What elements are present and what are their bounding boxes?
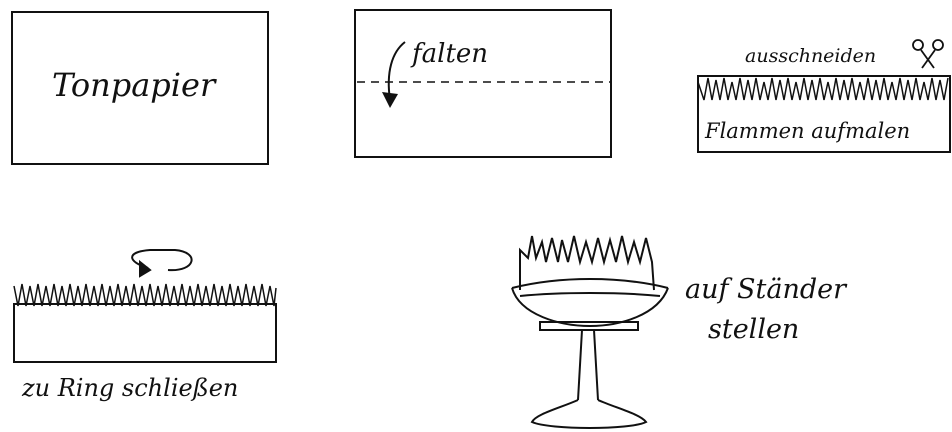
cut-label: ausschneiden (745, 45, 876, 67)
fold-sheet (354, 9, 612, 158)
fold-arrow-icon (382, 41, 406, 108)
stand-illustration (511, 235, 669, 429)
stand-label-line1: auf Ständer (685, 274, 848, 305)
ring-label: zu Ring schließen (21, 374, 238, 402)
paint-label: Flammen aufmalen (704, 119, 910, 143)
flame-strip (697, 75, 951, 153)
paper-label: Tonpapier (52, 66, 217, 104)
scissors-icon (912, 39, 944, 69)
flame-zigzag (697, 77, 949, 101)
fold-label: falten (410, 39, 488, 69)
paper-sheet (11, 11, 269, 165)
stand-label-line2: stellen (708, 314, 799, 345)
ring-zigzag (13, 283, 277, 307)
curl-arrow-icon (131, 249, 193, 278)
ring-strip (13, 303, 277, 363)
